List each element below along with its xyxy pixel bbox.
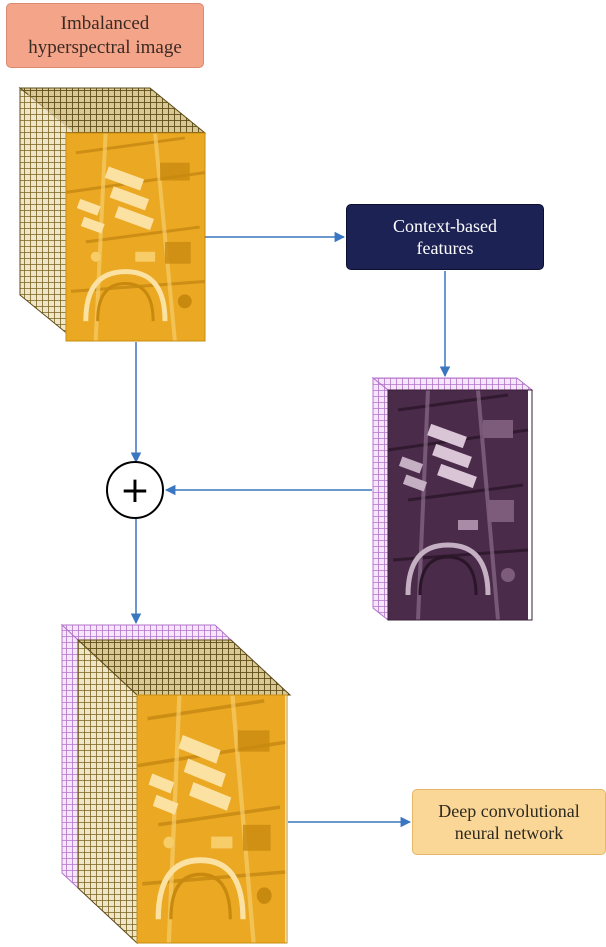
dcnn-box: Deep convolutional neural network (412, 789, 606, 855)
circle-plus-icon: + (106, 461, 164, 519)
fused-cube (60, 623, 292, 943)
input-image-label: Imbalanced hyperspectral image (6, 3, 204, 68)
hyperspectral-cube (18, 86, 205, 341)
sum-symbol: + (120, 470, 150, 511)
context-features-box: Context-based features (346, 204, 544, 270)
context-feature-cube (371, 376, 534, 620)
